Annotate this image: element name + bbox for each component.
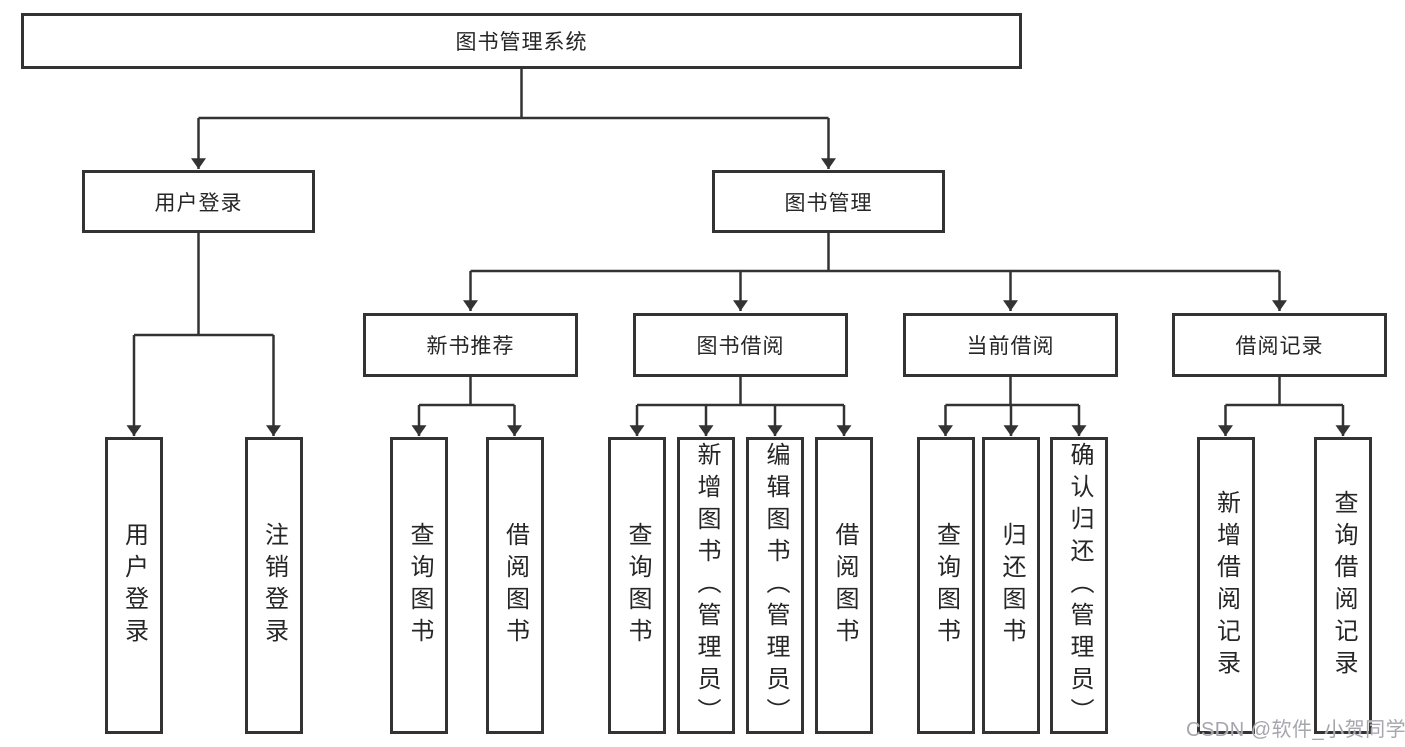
node-label: 新增图书（管理员） [693,441,720,730]
edge [637,377,844,407]
edge [419,377,515,407]
node-label: 新书推荐 [426,335,515,358]
leaf-borrow-borrow: 借阅图书 [815,437,873,734]
node-label: 借阅记录 [1235,335,1324,358]
leaf-current-query: 查询图书 [916,437,975,734]
leaf-borrow-edit-admin: 编辑图书（管理员） [746,437,804,734]
edge [470,233,1280,273]
node-label: 查询图书 [932,521,960,650]
node-label: 查询图书 [624,521,651,650]
node-label: 确认归还（管理员） [1066,441,1093,730]
node-borrow-record: 借阅记录 [1172,313,1387,377]
node-label: 新增借阅记录 [1212,489,1240,682]
node-current-borrow: 当前借阅 [903,313,1118,377]
node-label: 借阅图书 [831,521,858,650]
leaf-record-query: 查询借阅记录 [1314,437,1372,734]
leaf-record-add: 新增借阅记录 [1196,437,1255,734]
node-label: 查询借阅记录 [1330,489,1357,682]
leaf-borrow-add-admin: 新增图书（管理员） [677,437,735,734]
node-label: 注销登录 [260,521,288,650]
node-book-borrow: 图书借阅 [633,313,848,377]
edge [198,69,829,120]
node-label: 归还图书 [998,521,1025,650]
node-label: 用户登录 [120,521,148,650]
leaf-newbook-query: 查询图书 [390,437,448,734]
watermark: CSDN @软件_小贺同学 [1186,719,1405,741]
edge [134,233,274,337]
edge [1225,377,1343,407]
node-label: 图书借阅 [696,335,785,358]
node-label: 编辑图书（管理员） [762,441,789,730]
leaf-newbook-borrow: 借阅图书 [485,437,544,734]
node-label: 用户登录 [154,191,243,215]
edge [945,377,1079,407]
node-label: 查询图书 [406,521,433,650]
leaf-current-return: 归还图书 [982,437,1040,734]
leaf-borrow-query: 查询图书 [608,437,666,734]
leaf-logout: 注销登录 [244,437,303,734]
node-label: 当前借阅 [966,335,1055,358]
node-root-system: 图书管理系统 [21,13,1022,69]
leaf-current-confirm-admin: 确认归还（管理员） [1050,437,1108,734]
leaf-user-login: 用户登录 [104,437,163,734]
node-label: 借阅图书 [501,521,529,650]
node-user-login-branch: 用户登录 [82,170,315,233]
node-label: 图书管理系统 [455,31,588,54]
node-new-book-recommend: 新书推荐 [363,313,578,377]
node-label: 图书管理 [784,191,873,215]
node-book-management: 图书管理 [712,170,945,233]
